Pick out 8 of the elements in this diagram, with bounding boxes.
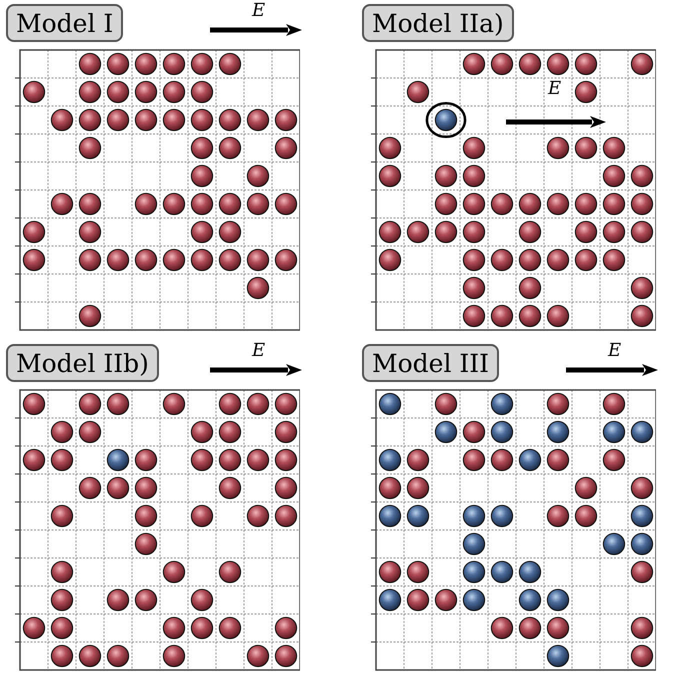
title-box: Model III: [362, 344, 500, 382]
title-box: Model IIa): [362, 4, 514, 42]
field-label: E: [252, 342, 266, 360]
field-label: E: [548, 80, 562, 98]
title-box: Model I: [6, 4, 124, 42]
title-box: Model IIb): [6, 344, 159, 382]
field-label: E: [252, 2, 266, 20]
field-label: E: [608, 342, 622, 360]
